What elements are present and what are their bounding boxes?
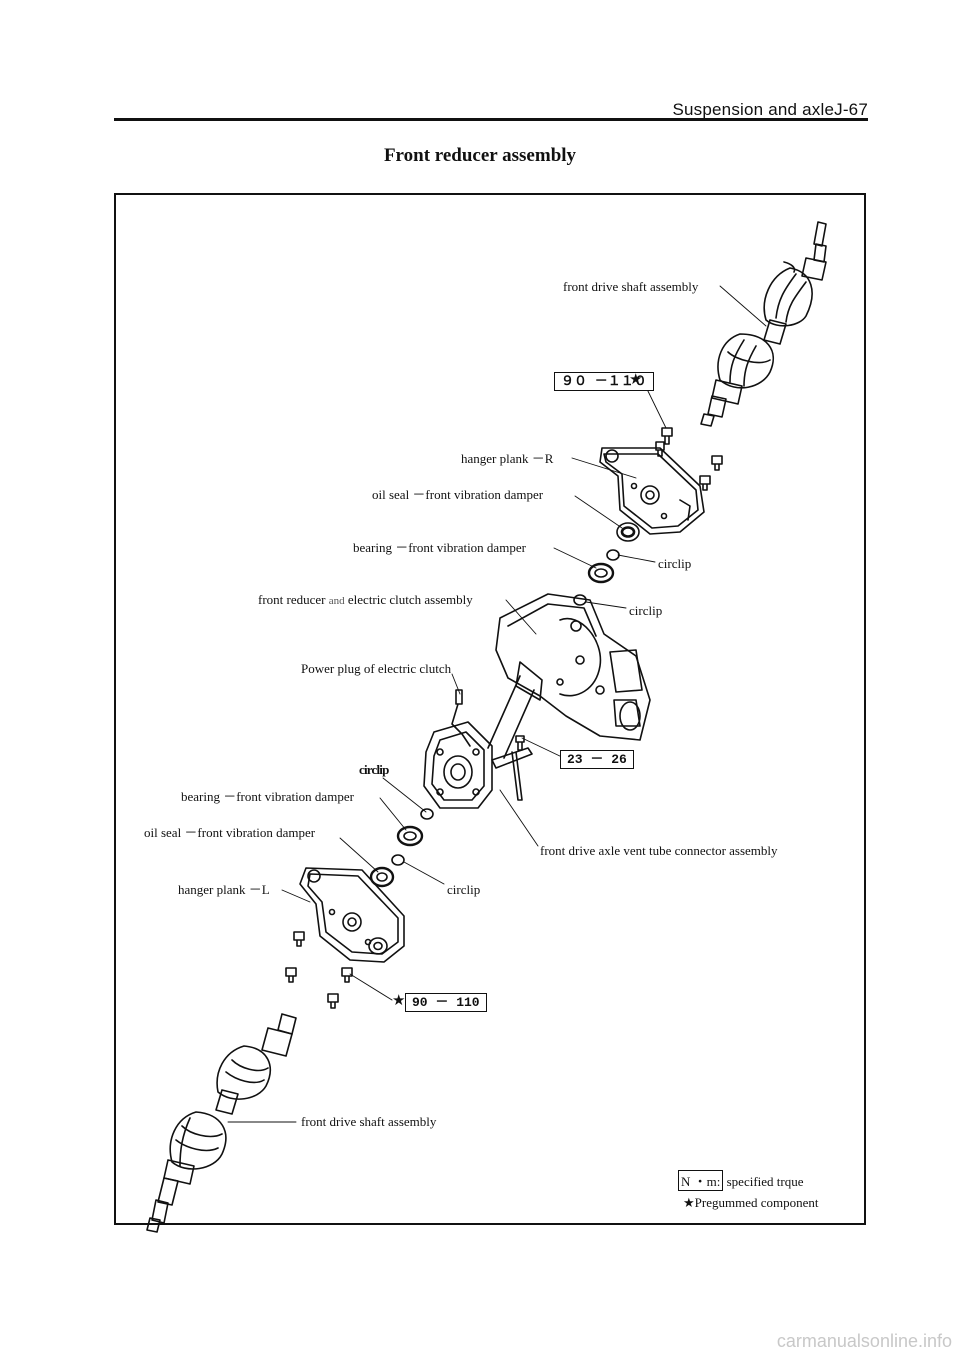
- torque-box-mid: 23 － 26: [560, 750, 634, 769]
- label-hanger-plank-r: hanger plank －R: [461, 451, 554, 466]
- label-circlip-4: circlip: [447, 882, 481, 897]
- hanger-plank-r: [599, 447, 705, 535]
- label-circlip-1: circlip: [658, 556, 692, 571]
- label-circlip-2: circlip: [629, 603, 663, 618]
- header-rule: [114, 118, 868, 121]
- label-hanger-plank-l: hanger plank －L: [178, 882, 270, 897]
- label-front-reducer: front reducer and electric clutch assemb…: [258, 592, 473, 609]
- label-bearing-bottom: bearing －front vibration damper: [181, 789, 354, 804]
- label-bearing-top: bearing －front vibration damper: [353, 540, 526, 555]
- leader-lines: [227, 285, 767, 1123]
- watermark: carmanualsonline.info: [776, 1331, 952, 1351]
- label-circlip-3: circlip: [359, 762, 389, 777]
- diagram-frame: [114, 193, 866, 1225]
- page-title: Front reducer assembly: [383, 145, 577, 166]
- bolts-bottom: [285, 931, 353, 1009]
- drive-shaft-top: [700, 221, 827, 427]
- star-icon-bottom: ★: [392, 993, 406, 1009]
- legend-star-desc: Pregummed component: [694, 1195, 819, 1210]
- torque-box-bottom: 90 － 110: [405, 993, 487, 1012]
- label-power-plug: Power plug of electric clutch: [301, 661, 452, 676]
- torque-box-top: ９０ －１１０: [554, 372, 654, 391]
- bolt-mid: [515, 735, 525, 751]
- legend-unit-desc: specified trque: [726, 1174, 804, 1189]
- section-header: Suspension and axleJ-67: [672, 100, 868, 119]
- drive-shaft-bottom: [146, 1013, 297, 1233]
- label-front-reducer-b: electric clutch assembly: [347, 592, 473, 607]
- seal-bearing-top: [573, 522, 640, 606]
- label-vent-tube: front drive axle vent tube connector ass…: [540, 843, 778, 858]
- label-oil-seal-top: oil seal －front vibration damper: [372, 487, 544, 502]
- legend-pregummed: ★Pregummed component: [683, 1195, 819, 1211]
- label-drive-shaft-top: front drive shaft assembly: [563, 279, 699, 294]
- legend-torque: N ・m: specified trque: [678, 1170, 804, 1191]
- label-oil-seal-bottom: oil seal －front vibration damper: [144, 825, 316, 840]
- label-front-reducer-and: and: [328, 595, 345, 607]
- hanger-plank-l: [299, 867, 405, 963]
- bolts-top: [655, 427, 723, 491]
- star-icon-top: ★: [629, 372, 643, 388]
- label-drive-shaft-bottom: front drive shaft assembly: [301, 1114, 437, 1129]
- label-front-reducer-a: front reducer: [258, 592, 326, 607]
- legend-unit-box: N ・m:: [678, 1170, 724, 1191]
- front-reducer-assembly: [423, 593, 651, 809]
- seal-bearing-bottom: [369, 808, 434, 888]
- legend-star-icon: ★: [683, 1195, 695, 1210]
